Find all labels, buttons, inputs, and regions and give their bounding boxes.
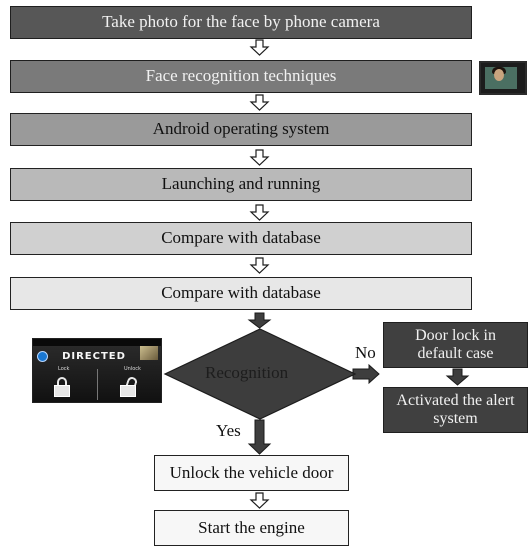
door-lock-default-box: Door lock in default case [383, 322, 528, 368]
arrow-recognition-no [352, 363, 380, 385]
step-compare-database-2: Compare with database [10, 277, 472, 310]
phone-button-divider [97, 369, 98, 400]
unlock-icon [119, 375, 141, 397]
no-label: No [355, 343, 376, 362]
step-take-photo-label: Take photo for the face by phone camera [102, 12, 380, 32]
start-engine-label: Start the engine [198, 517, 305, 537]
arrow-door-lock-to-alert [445, 368, 470, 386]
lock-body-icon [54, 385, 70, 397]
arrow-step-2-to-3 [249, 94, 270, 111]
step-compare-database-1-label: Compare with database [161, 228, 321, 248]
lock-shackle-icon [57, 377, 67, 387]
step-launch-run: Launching and running [10, 168, 472, 201]
phone-brand-label: DIRECTED [62, 351, 126, 362]
step-android-os: Android operating system [10, 113, 472, 146]
arrow-step-4-to-5 [249, 204, 270, 221]
recognition-decision-shape [163, 328, 357, 420]
bluetooth-icon [37, 351, 48, 362]
car-thumbnail-icon [140, 346, 158, 360]
face-icon [494, 69, 504, 81]
step-face-recognition: Face recognition techniques [10, 60, 472, 93]
arrow-recognition-yes [247, 419, 272, 455]
unlock-vehicle-door-label: Unlock the vehicle door [169, 462, 334, 482]
arrow-step-3-to-4 [249, 149, 270, 166]
step-compare-database-2-label: Compare with database [161, 283, 321, 303]
lock-button-label: Lock [58, 366, 70, 372]
arrow-step-1-to-2 [249, 39, 270, 56]
step-android-os-label: Android operating system [152, 119, 330, 139]
unlock-button-label: Unlock [124, 366, 141, 372]
camera-face-icon [479, 61, 527, 95]
door-lock-default-label: Door lock in default case [415, 327, 496, 362]
step-compare-database-1: Compare with database [10, 222, 472, 255]
start-engine-box: Start the engine [154, 510, 349, 546]
phone-status-bar [33, 339, 161, 346]
alert-system-box: Activated the alert system [383, 387, 528, 433]
unlock-body-icon [120, 385, 136, 397]
arrow-unlock-to-start [249, 492, 270, 509]
lock-icon [53, 377, 71, 397]
step-launch-run-label: Launching and running [161, 174, 321, 194]
unlock-vehicle-door-box: Unlock the vehicle door [154, 455, 349, 491]
step-face-recognition-label: Face recognition techniques [145, 66, 337, 86]
recognition-label: Recognition [205, 363, 289, 382]
phone-lock-screen-image: DIRECTED Lock Unlock [32, 338, 162, 403]
alert-system-label: Activated the alert system [396, 392, 515, 427]
step-take-photo: Take photo for the face by phone camera [10, 6, 472, 39]
yes-label: Yes [216, 421, 241, 440]
arrow-compare-to-recognition [247, 312, 272, 329]
arrow-step-5-to-6 [249, 257, 270, 274]
